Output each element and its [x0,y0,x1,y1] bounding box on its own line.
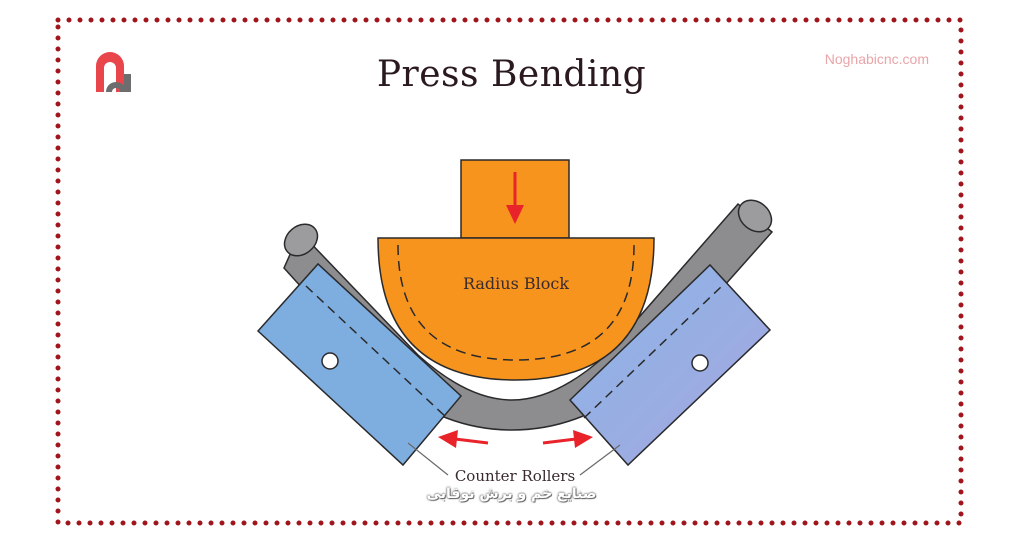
leader-line-left [407,442,449,476]
pipe-end-left [283,223,319,257]
counter-rollers-label: Counter Rollers [455,467,575,485]
persian-caption: صنایع خم و برش نوقابی [426,486,597,502]
right-arrow-icon [542,430,593,448]
pipe-end-right [737,199,773,233]
website-label: Noghabicnc.com [824,51,929,67]
counter-roller-right [568,263,772,467]
counter-roller-left [256,262,463,467]
down-arrow-icon [506,172,524,224]
radius-block [377,237,655,381]
leader-line-right [579,444,621,476]
left-arrow-icon [438,430,489,448]
radius-block-label: Radius Block [463,274,569,293]
page-title: Press Bending [376,54,647,95]
noghabi-logo-icon [96,52,131,92]
